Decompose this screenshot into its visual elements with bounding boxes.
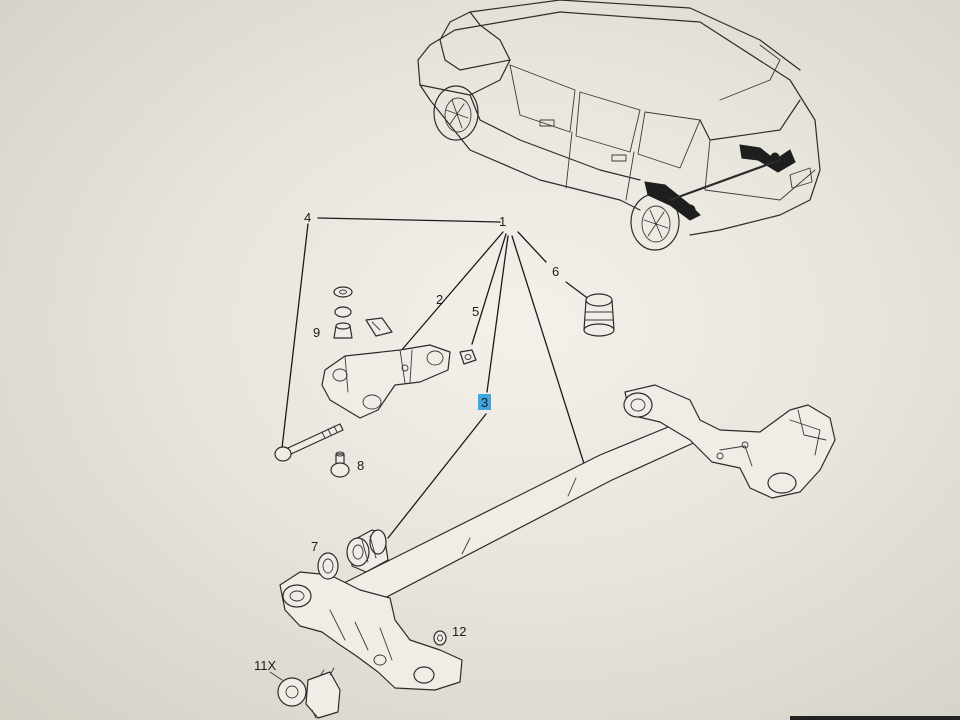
- vehicle-illustration: [417, 0, 821, 251]
- part-8-bolt: [330, 451, 350, 478]
- axle-beam: [279, 384, 836, 691]
- screen-edge-bar: [790, 716, 960, 720]
- callout-5: 5: [472, 304, 479, 319]
- callout-7: 7: [311, 539, 318, 554]
- callout-1: 1: [499, 214, 506, 229]
- callout-3-highlight: [478, 394, 491, 410]
- callout-6: 6: [552, 264, 559, 279]
- part-3-bushing: [346, 529, 389, 573]
- callout-4: 4: [304, 210, 311, 225]
- callout-2: 2: [436, 292, 443, 307]
- part-2-bracket: [321, 286, 477, 419]
- callout-9: 9: [313, 325, 320, 340]
- callout-8: 8: [357, 458, 364, 473]
- part-6-bushing: [583, 293, 615, 337]
- part-4-bolt: [274, 423, 344, 462]
- part-12-nut: [433, 630, 447, 646]
- part-7-washer: [317, 552, 339, 580]
- leader-lines: [281, 217, 591, 539]
- callout-labels: 1 2 3 4 5 6 7 8 9 11X 12: [254, 210, 559, 673]
- callout-11x: 11X: [254, 658, 276, 673]
- part-11x-assembly: [269, 667, 341, 719]
- callout-12: 12: [452, 624, 466, 639]
- callout-3: 3: [481, 395, 488, 410]
